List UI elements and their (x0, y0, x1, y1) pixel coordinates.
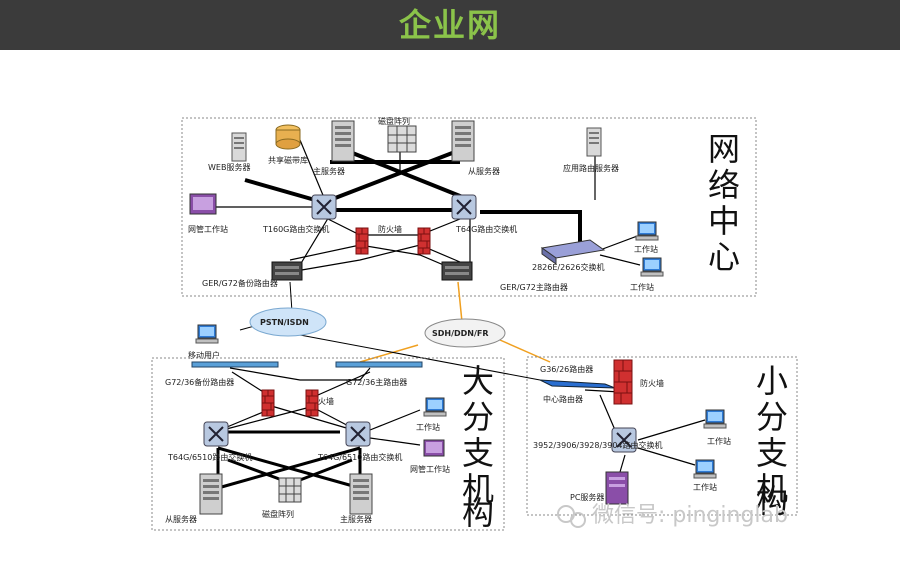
large-branch-char: 支 (462, 434, 494, 472)
mobile-user-label: 移动用户 (188, 350, 220, 360)
mobile-user-icon (195, 324, 219, 344)
center-router-label: 中心路由器 (543, 394, 583, 404)
router-switch-right-label: T64G路由交换机 (455, 224, 517, 234)
large-slave-server-label: 从服务器 (165, 514, 197, 524)
slave-server-icon (451, 120, 475, 162)
app-router-server-label: 应用路由服务器 (563, 163, 619, 173)
router-switch-left-label: T160G路由交换机 (262, 224, 329, 234)
shared-tape-library-icon (275, 124, 301, 150)
large-branch-char: 分 (462, 398, 494, 436)
workstation-label: 工作站 (634, 244, 658, 254)
network-center-char: 中 (708, 202, 740, 240)
mgmt-workstation-icon (423, 439, 445, 457)
master-server-icon (349, 473, 373, 515)
small-branch-box (526, 356, 798, 516)
backup-router-label: GER/G72备份路由器 (202, 278, 278, 288)
large-branch-char: 机 (462, 470, 494, 508)
firewall-icon (613, 359, 633, 405)
small-firewall-label: 防火墙 (640, 378, 664, 388)
switch-right-icon (345, 421, 371, 447)
small-workstation-label: 工作站 (707, 436, 731, 446)
pstn-isdn-cloud: PSTN/ISDN (249, 307, 327, 337)
disk-array-label: 磁盘阵列 (378, 116, 410, 126)
pc-server-label: PC服务器 (570, 492, 604, 502)
workstation-icon (693, 459, 717, 479)
pstn-isdn-label: PSTN/ISDN (260, 318, 309, 327)
firewall-right-icon (305, 389, 319, 417)
master-server-label: 主服务器 (313, 166, 345, 176)
firewall-right-icon (417, 227, 431, 255)
firewall-left-icon (355, 227, 369, 255)
large-branch-box (151, 357, 505, 531)
main-router-icon (441, 261, 473, 281)
large-firewall-label: 火墙 (318, 396, 334, 406)
network-center-char: 心 (708, 238, 740, 276)
web-server-icon (231, 132, 247, 162)
large-branch-char: 构 (462, 494, 494, 532)
header-bar (0, 0, 900, 50)
sdh-ddn-fr-cloud: SDH/DDN/FR (424, 318, 506, 348)
disk-array-icon (278, 477, 302, 503)
slave-server-icon (199, 473, 223, 515)
small-switch-label: 3952/3906/3928/3904路由交换机 (533, 440, 663, 450)
slave-server-label: 从服务器 (468, 166, 500, 176)
watermark-text: 微信号: pinginglab (592, 503, 788, 528)
large-main-router-label: G72/36主路由器 (346, 377, 407, 387)
small-branch-char: 分 (756, 398, 788, 436)
wechat-icon (570, 512, 586, 528)
mgmt-workstation-icon (189, 193, 217, 215)
workstation-icon (640, 257, 664, 277)
master-server-icon (331, 120, 355, 162)
pc-server-icon (605, 471, 629, 505)
access-switch-label: 2826E/2626交换机 (532, 262, 604, 272)
firewall-label: 防火墙 (378, 224, 402, 234)
sdh-ddn-fr-label: SDH/DDN/FR (432, 329, 489, 338)
small-branch-char: 支 (756, 434, 788, 472)
large-switch-left-label: T64G/6510路由交换机 (167, 452, 252, 462)
backup-router-icon (271, 261, 303, 281)
workstation-icon (635, 221, 659, 241)
router-switch-left-icon (311, 194, 337, 220)
small-branch-char: 小 (756, 362, 788, 400)
disk-array-icon (387, 125, 417, 153)
backup-router-icon (191, 361, 279, 368)
web-server-label: WEB服务器 (208, 162, 250, 172)
firewall-left-icon (261, 389, 275, 417)
workstation-icon (423, 397, 447, 417)
main-router-icon (335, 361, 423, 368)
large-mgmt-workstation-label: 网管工作站 (410, 464, 450, 474)
page-title: 企业网 (398, 6, 501, 44)
center-router-icon (539, 379, 616, 389)
switch-left-icon (203, 421, 229, 447)
main-router-label: GER/G72主路由器 (500, 282, 568, 292)
workstation-label: 工作站 (630, 282, 654, 292)
app-router-server-icon (586, 127, 602, 157)
large-branch-char: 大 (462, 362, 494, 400)
network-center-char: 络 (708, 166, 740, 204)
small-router-top-label: G36/26路由器 (540, 364, 593, 374)
shared-tape-label: 共享磁带库 (268, 155, 308, 165)
large-master-server-label: 主服务器 (340, 514, 372, 524)
small-branch-char: 机 (756, 470, 788, 508)
large-workstation-label: 工作站 (416, 422, 440, 432)
small-workstation-label: 工作站 (693, 482, 717, 492)
small-branch-char: 构 (756, 482, 788, 520)
router-switch-right-icon (451, 194, 477, 220)
network-center-char: 网 (708, 130, 740, 168)
large-disk-array-label: 磁盘阵列 (262, 509, 294, 519)
mgmt-workstation-label: 网管工作站 (188, 224, 228, 234)
access-switch-icon (540, 239, 606, 265)
large-switch-right-label: T64G/6510路由交换机 (317, 452, 402, 462)
small-switch-label-text: 3952/3906/3928/3904路由交换机 (533, 440, 663, 450)
workstation-icon (703, 409, 727, 429)
watermark: 微信号: pinginglab (557, 503, 788, 528)
large-backup-router-label: G72/36备份路由器 (165, 377, 234, 387)
